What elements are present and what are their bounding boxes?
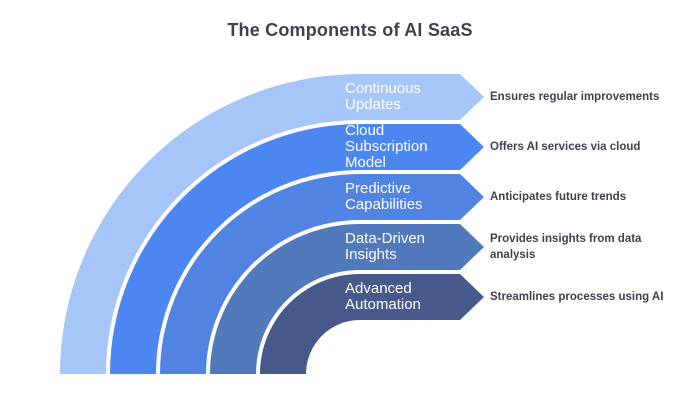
band-description-predictive-capabilities: Anticipates future trends	[490, 191, 627, 203]
band-arc-cloud-subscription-model	[110, 124, 484, 374]
band-label-continuous-updates: Continuous Updates	[345, 80, 421, 113]
band-description-advanced-automation: Streamlines processes using AI	[490, 291, 664, 303]
band-description-cloud-subscription-model: Offers AI services via cloud	[490, 141, 641, 153]
band-description-data-driven-insights: Provides insights from data analysis	[490, 233, 642, 261]
band-label-cloud-subscription-model: Cloud Subscription Model	[345, 122, 428, 171]
band-arc-advanced-automation	[260, 274, 484, 374]
band-arc-continuous-updates	[60, 74, 484, 374]
band-label-advanced-automation: Advanced Automation	[345, 280, 421, 313]
band-arc-predictive-capabilities	[160, 174, 484, 374]
band-description-continuous-updates: Ensures regular improvements	[490, 91, 660, 103]
band-label-data-driven-insights: Data-Driven Insights	[345, 230, 426, 263]
band-arc-data-driven-insights	[210, 224, 484, 374]
page-title: The Components of AI SaaS	[227, 20, 473, 40]
band-label-predictive-capabilities: Predictive Capabilities	[345, 180, 423, 213]
